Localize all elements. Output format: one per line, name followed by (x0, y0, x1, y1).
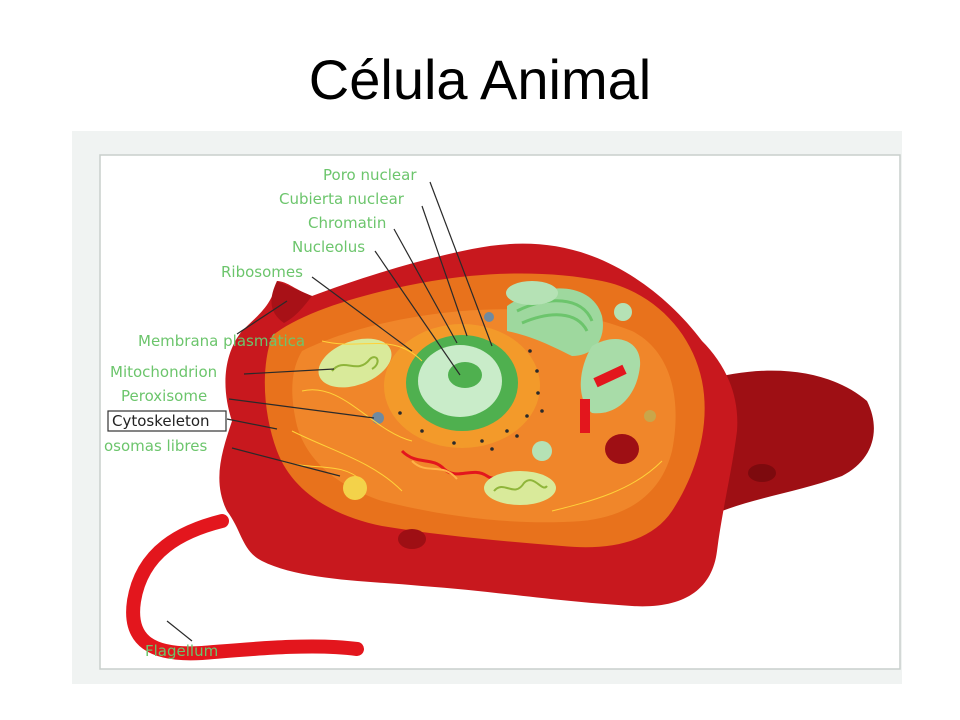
leader-cytoskeleton (226, 418, 278, 430)
leader-membrana (236, 300, 288, 335)
label-ribosomas-libres: osomas libres (104, 437, 207, 455)
centrioles (580, 364, 627, 433)
cell-diagram-frame: Poro nuclear Cubierta nuclear Chromatin … (72, 131, 902, 684)
nucleus (384, 324, 540, 448)
vesicle (644, 410, 656, 422)
mitochondrion-upper (318, 338, 392, 388)
peroxisome-shape (372, 412, 384, 424)
label-ribosomes: Ribosomes (221, 263, 303, 281)
flagellum-shape (126, 514, 364, 661)
leader-ribosomes (311, 276, 413, 352)
leader-ribosomas-libres (231, 447, 341, 477)
peroxisome-shape (484, 312, 494, 322)
nuclear-pores (398, 349, 544, 451)
slide-title: Célula Animal (308, 48, 652, 111)
leader-chromatin (393, 228, 458, 344)
label-poro-nuclear: Poro nuclear (323, 166, 417, 184)
label-flagellum: Flagellum (145, 642, 218, 660)
vacuole (398, 529, 426, 549)
vesicle (614, 303, 632, 321)
nucleolus-shape (448, 362, 482, 388)
label-nucleolus: Nucleolus (292, 238, 365, 256)
leader-mitochondrion (243, 368, 335, 375)
vacuole (605, 434, 639, 464)
cell-extension-right (702, 370, 874, 511)
vesicle (532, 441, 552, 461)
smooth-er (411, 460, 458, 480)
leader-flagellum (166, 620, 193, 642)
membrane-fold (271, 281, 312, 323)
cytoskeleton-label-box (107, 410, 227, 432)
leader-poro-nuclear (429, 181, 493, 347)
label-mitochondrion: Mitochondrion (110, 363, 217, 381)
label-cytoskeleton: Cytoskeleton (112, 412, 210, 430)
lysosome (343, 476, 367, 500)
golgi-apparatus (506, 281, 603, 356)
mitochondrion-lower (484, 471, 556, 505)
leader-cubierta-nuclear (421, 205, 468, 337)
leader-peroxisome (228, 398, 375, 419)
label-peroxisome: Peroxisome (121, 387, 207, 405)
label-chromatin: Chromatin (308, 214, 386, 232)
label-membrana-plasmatica: Membrana plasmática (138, 332, 305, 350)
label-cubierta-nuclear: Cubierta nuclear (279, 190, 405, 208)
vacuole (748, 464, 776, 482)
leader-nucleolus (374, 250, 461, 376)
animal-cell-diagram: Poro nuclear Cubierta nuclear Chromatin … (99, 154, 901, 670)
